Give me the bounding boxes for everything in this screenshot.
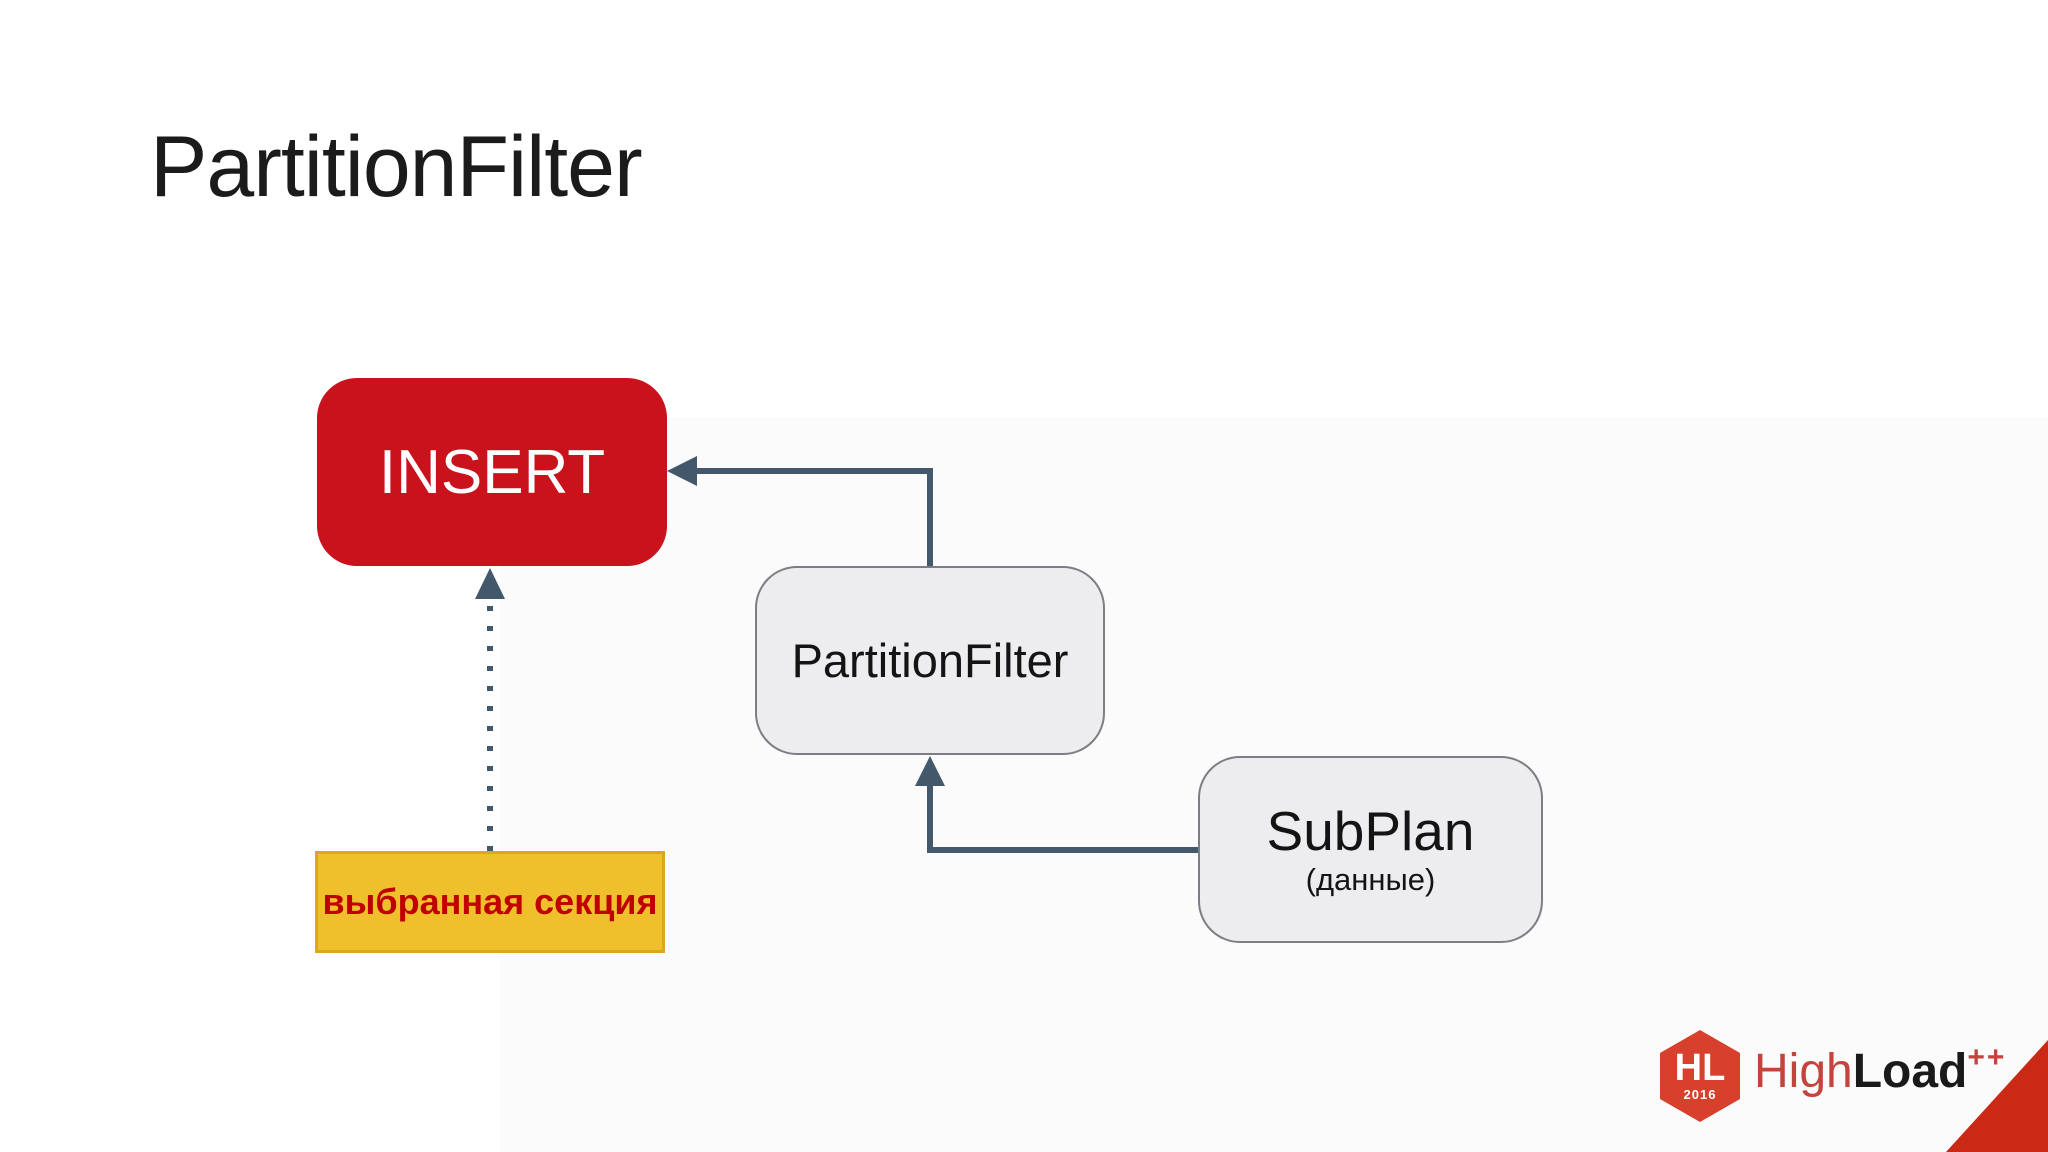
insert-node: INSERT [317,378,667,566]
hexagon-hl-text: HL [1674,1047,1726,1090]
subplan-sublabel: (данные) [1305,862,1436,898]
arrowhead-into-partitionfilter-bottom [915,756,945,786]
slide-title: PartitionFilter [150,119,643,215]
brand-load-text: Load [1852,1045,1968,1098]
arrowhead-into-insert-right [667,456,697,486]
partition-filter-node: PartitionFilter [755,566,1105,755]
highload-logo: HL 2016 HighLoad++ [1660,1030,2020,1125]
arrow-subplan-to-partitionfilter [927,784,1198,853]
hexagon-year-text: 2016 [1683,1087,1717,1103]
arrow-partitionfilter-to-insert [697,468,933,568]
subplan-label: SubPlan [1266,799,1475,862]
brand-plusplus-text: ++ [1967,1041,2007,1074]
highload-wordmark: HighLoad++ [1754,1041,2007,1099]
hl-hexagon-icon: HL 2016 [1660,1030,1740,1122]
selected-section-node: выбранная секция [315,851,665,953]
subplan-node: SubPlan (данные) [1198,756,1543,943]
arrowhead-into-insert-bottom [475,568,505,599]
brand-high-text: High [1754,1045,1853,1098]
